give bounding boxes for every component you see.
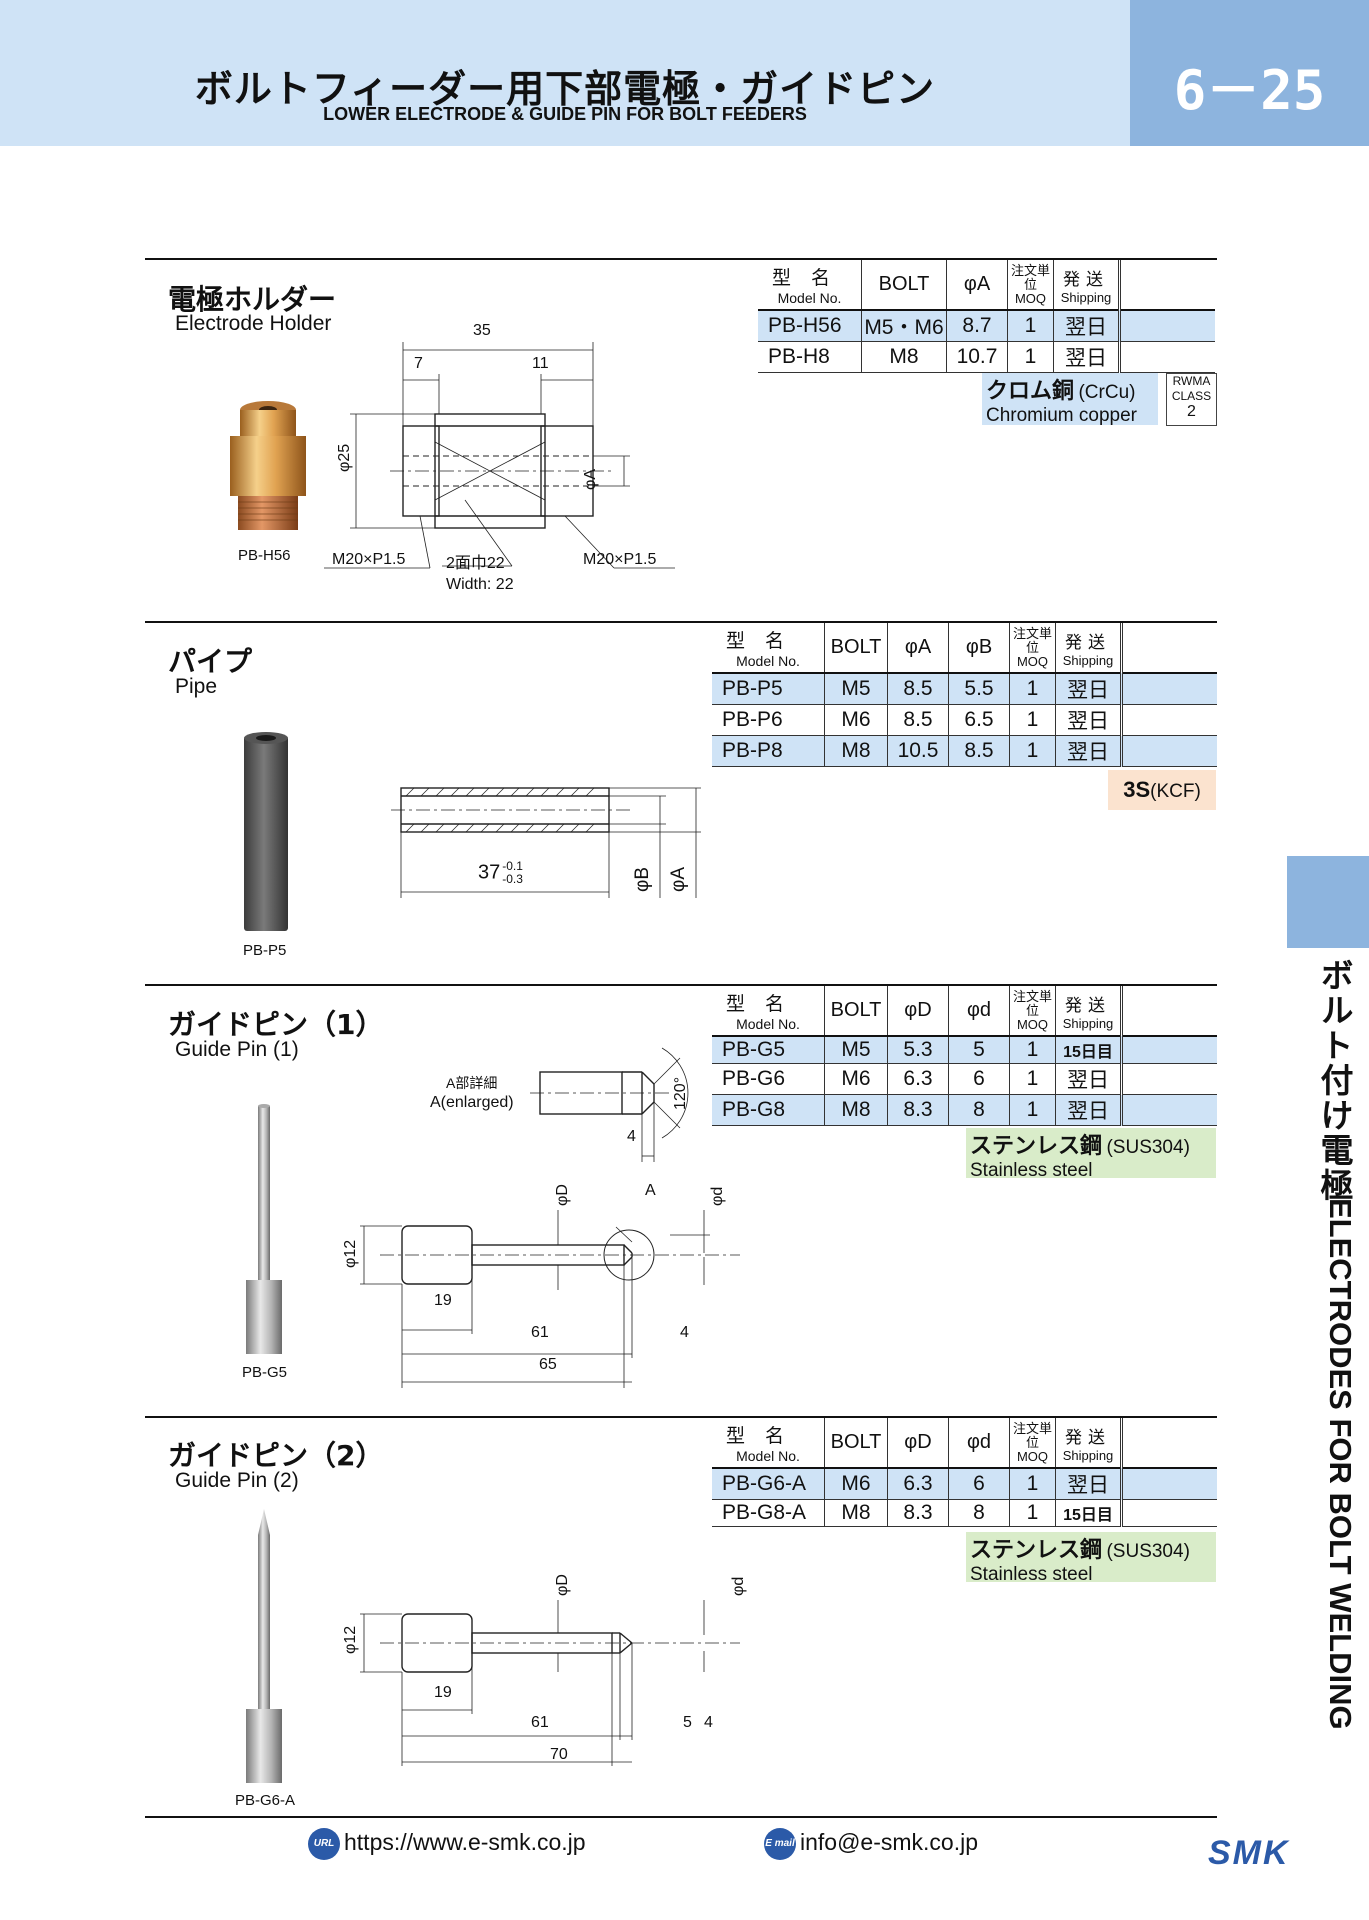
pipe-photo: [244, 732, 288, 931]
dim-label: A: [645, 1182, 656, 1199]
side-tab-marker: [1287, 856, 1369, 948]
photo-label: PB-P5: [243, 942, 287, 959]
dim-label: M20×P1.5: [332, 551, 406, 568]
dim-label: 4: [680, 1324, 689, 1341]
photo-label: PB-G6-A: [235, 1792, 296, 1809]
section-rule: [145, 621, 1217, 623]
dim-label: φA: [668, 867, 689, 892]
material-badge: ステンレス鋼 (SUS304) Stainless steel: [966, 1532, 1216, 1585]
dim-label: A部詳細: [446, 1075, 498, 1091]
dim-label: φ25: [336, 443, 353, 472]
url-icon: URL: [308, 1828, 340, 1860]
dim-label: 65: [539, 1356, 557, 1373]
header-band: [0, 0, 1130, 146]
section-subtitle: Guide Pin (2): [175, 1469, 299, 1492]
dim-label: φD: [554, 1184, 571, 1206]
guide-pin-2-drawing: [360, 1600, 740, 1766]
footer-rule: [145, 1816, 1217, 1818]
section-rule: [145, 258, 1217, 260]
section-rule: [145, 1416, 1217, 1418]
pipe-drawing: [391, 787, 701, 898]
section-title: ガイドピン（1）: [168, 1008, 384, 1041]
dim-label: φD: [554, 1574, 571, 1596]
guide-pin-1-drawing: [360, 1210, 740, 1388]
smk-logo: SMK: [1208, 1834, 1290, 1872]
side-tab-en: ELECTRODES FOR BOLT WELDING: [1323, 1198, 1358, 1730]
material-badge: ステンレス鋼 (SUS304) Stainless steel: [966, 1128, 1216, 1181]
dim-label: φ12: [342, 1239, 359, 1268]
dim-label: 7: [414, 355, 423, 372]
dim-label: 4: [627, 1128, 636, 1145]
dim-label: 19: [434, 1684, 452, 1701]
material-badge: クロム銅 (CrCu) Chromium copper: [982, 373, 1158, 426]
dim-label: M20×P1.5: [583, 551, 657, 568]
dim-label: Width: 22: [446, 576, 514, 593]
dim-label: 120°: [672, 1076, 689, 1110]
dim-label: 61: [531, 1714, 549, 1731]
dim-label: 19: [434, 1292, 452, 1309]
page-number: 6－25: [1130, 0, 1369, 146]
section-title: ガイドピン（2）: [168, 1439, 384, 1472]
page-title: ボルトフィーダー用下部電極・ガイドピン: [194, 67, 936, 111]
dim-label: 61: [531, 1324, 549, 1341]
dim-label: 5: [683, 1714, 692, 1731]
dim-label: φ12: [342, 1625, 359, 1654]
photo-label: PB-H56: [238, 547, 291, 564]
dim-label: 11: [532, 355, 549, 372]
side-tab-jp: ボルト付け電極: [1315, 958, 1354, 1203]
holder-drawing: [324, 342, 675, 569]
dim-label: 4: [704, 1714, 713, 1731]
guide-pin-1-photo: [246, 1104, 282, 1354]
dim-label: φB: [632, 867, 653, 892]
section-rule: [145, 984, 1217, 986]
dim-label: 70: [550, 1746, 568, 1763]
dim-label: A(enlarged): [430, 1094, 514, 1111]
dim-label: φd: [730, 1576, 747, 1596]
page-subtitle: LOWER ELECTRODE & GUIDE PIN FOR BOLT FEE…: [323, 104, 807, 124]
section-subtitle: Electrode Holder: [175, 312, 332, 335]
photo-label: PB-G5: [242, 1364, 288, 1381]
section-subtitle: Pipe: [175, 675, 218, 698]
material-badge: 3S(KCF): [1108, 770, 1216, 810]
dim-label: φA: [582, 468, 599, 490]
guide-pin-1-detail: [530, 1047, 689, 1162]
dim-label: 2面巾22: [446, 555, 505, 572]
mail-icon: E mail: [764, 1828, 796, 1860]
section-title: パイプ: [168, 645, 253, 678]
section-subtitle: Guide Pin (1): [175, 1038, 299, 1061]
dim-label: 37-0.1-0.3: [478, 859, 523, 886]
dim-label: φd: [709, 1186, 726, 1206]
section-title: 電極ホルダー: [168, 283, 337, 316]
holder-photo: [230, 401, 306, 530]
guide-pin-2-photo: [246, 1509, 282, 1783]
dim-label: 35: [473, 322, 491, 339]
